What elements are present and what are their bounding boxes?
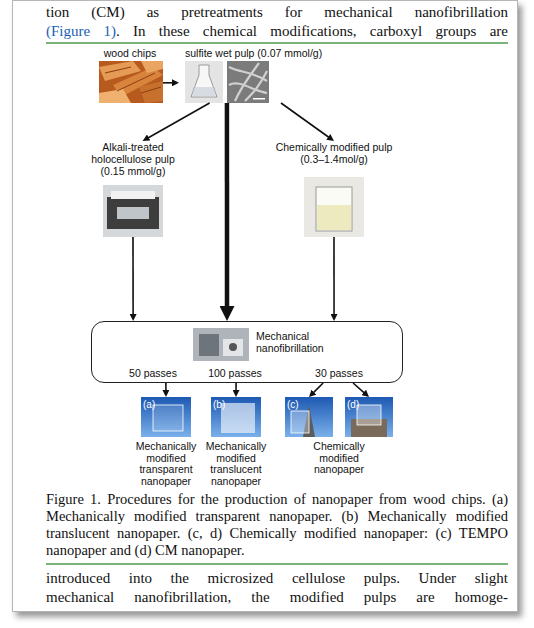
flow-arrow	[225, 103, 230, 309]
photo-step: Alkali-treated holocellulose pulp (0.15 …	[85, 141, 181, 237]
panel-tag: (d)	[347, 399, 359, 411]
group-label: Chemically modified nanopaper	[313, 440, 364, 475]
beaker-liquid	[317, 205, 351, 230]
flask-photo	[185, 61, 223, 103]
edge-label: 30 passes	[299, 367, 379, 379]
nanopaper-photo	[211, 397, 261, 437]
photo-bg	[345, 397, 393, 437]
edge-label: 100 passes	[195, 367, 275, 379]
nanopaper-sample: (b)Mechanically modified translucent nan…	[201, 397, 271, 487]
node-label: Chemically modified pulp (0.3–1.4mol/g)	[269, 141, 399, 165]
group-label-box: Chemically modified nanopaper	[304, 441, 374, 476]
panel-tag: (c)	[287, 399, 299, 411]
photo-bg	[103, 185, 163, 237]
sem-photo	[227, 61, 269, 103]
photo-bg	[304, 177, 364, 237]
node-label: Mechanically modified translucent nanopa…	[197, 441, 275, 487]
tray	[117, 207, 149, 219]
text-line: introduced into the microsized cellulose…	[46, 569, 508, 588]
node-label: Alkali-treated holocellulose pulp (0.15 …	[85, 141, 181, 177]
photo-bg	[99, 61, 163, 103]
machine	[199, 334, 219, 356]
flask-liquid	[192, 87, 216, 96]
apparatus	[111, 191, 155, 199]
text-line: (Figure 1). In these chemical modificati…	[46, 22, 508, 41]
body-text: tion (CM) as pretreatments for mechanica…	[46, 4, 508, 20]
node-label: wood chips	[85, 47, 175, 59]
apparatus	[107, 197, 159, 229]
chem-pulp-photo	[304, 177, 364, 237]
caption-text: Figure 1. Procedures for the production …	[46, 491, 508, 559]
node-layer: wood chips sulfite wet pulp (0.07 mmol/g)…	[13, 1, 518, 612]
flow-arrow	[147, 103, 209, 138]
flow-arrow	[132, 237, 134, 315]
node-label: Mechanically modified transparent nanopa…	[127, 441, 205, 487]
flow-arrow	[313, 383, 323, 393]
machine	[229, 343, 237, 351]
photo-bg	[141, 397, 191, 437]
photo-step: wood chips	[97, 47, 163, 103]
text-line: tion (CM) as pretreatments for mechanica…	[46, 3, 508, 22]
flow-arrow	[353, 383, 365, 393]
nanopaper-photo	[141, 397, 191, 437]
flow-arrow	[235, 383, 237, 391]
alkali-pulp-photo	[103, 185, 163, 237]
nanopaper-sample: (c)	[285, 397, 333, 437]
fibers	[229, 63, 267, 101]
node-label: Mechanical nanofibrillation	[256, 330, 346, 354]
photo-bg	[227, 61, 269, 103]
panel-tag: (b)	[213, 399, 225, 411]
photo-bg	[285, 397, 333, 437]
flow-arrow	[163, 82, 173, 84]
paper-page: tion (CM) as pretreatments for mechanica…	[12, 0, 518, 612]
film	[357, 405, 381, 425]
flow-arrow	[165, 383, 167, 391]
flask	[191, 65, 217, 97]
beaker	[316, 187, 352, 231]
rule-line	[46, 563, 508, 565]
wood-chips-photo	[99, 61, 163, 103]
photo-bg	[211, 397, 261, 437]
edge-label: 50 passes	[113, 367, 193, 379]
body-text: introduced into the microsized cellulose…	[46, 570, 508, 586]
text-line: mechanical nanofibrillation, the modifie…	[46, 588, 508, 607]
flow-arrow	[333, 237, 335, 315]
film	[291, 411, 309, 433]
panel-tag: (a)	[143, 399, 155, 411]
flow-arrow	[281, 103, 329, 138]
rule-line	[46, 42, 508, 44]
photo-step: Chemically modified pulp (0.3–1.4mol/g)	[269, 141, 399, 237]
wood-chip	[141, 61, 163, 73]
body-text: . In these chemical modifications, carbo…	[116, 23, 508, 39]
machine	[223, 339, 243, 356]
figure-link: (Figure 1)	[46, 23, 116, 39]
nanopaper-photo	[285, 397, 333, 437]
photo-bg	[193, 328, 249, 361]
photo-step: sulfite wet pulp (0.07 mmol/g)	[179, 47, 349, 103]
wood-chip	[99, 89, 131, 103]
node-label: sulfite wet pulp (0.07 mmol/g)	[185, 47, 322, 59]
film	[221, 403, 255, 433]
film	[153, 405, 183, 431]
nanopaper-sample: (a)Mechanically modified transparent nan…	[131, 397, 201, 487]
scale-bar	[253, 98, 265, 100]
photo-bg	[185, 61, 223, 103]
connector-layer	[13, 1, 518, 612]
nanopaper-sample: (d)	[345, 397, 393, 437]
wood-grain	[105, 67, 161, 93]
body-text: mechanical nanofibrillation, the modifie…	[46, 589, 508, 605]
nanopaper-photo	[345, 397, 393, 437]
figure-caption: Figure 1. Procedures for the production …	[46, 491, 508, 559]
grinder-photo	[193, 328, 249, 361]
